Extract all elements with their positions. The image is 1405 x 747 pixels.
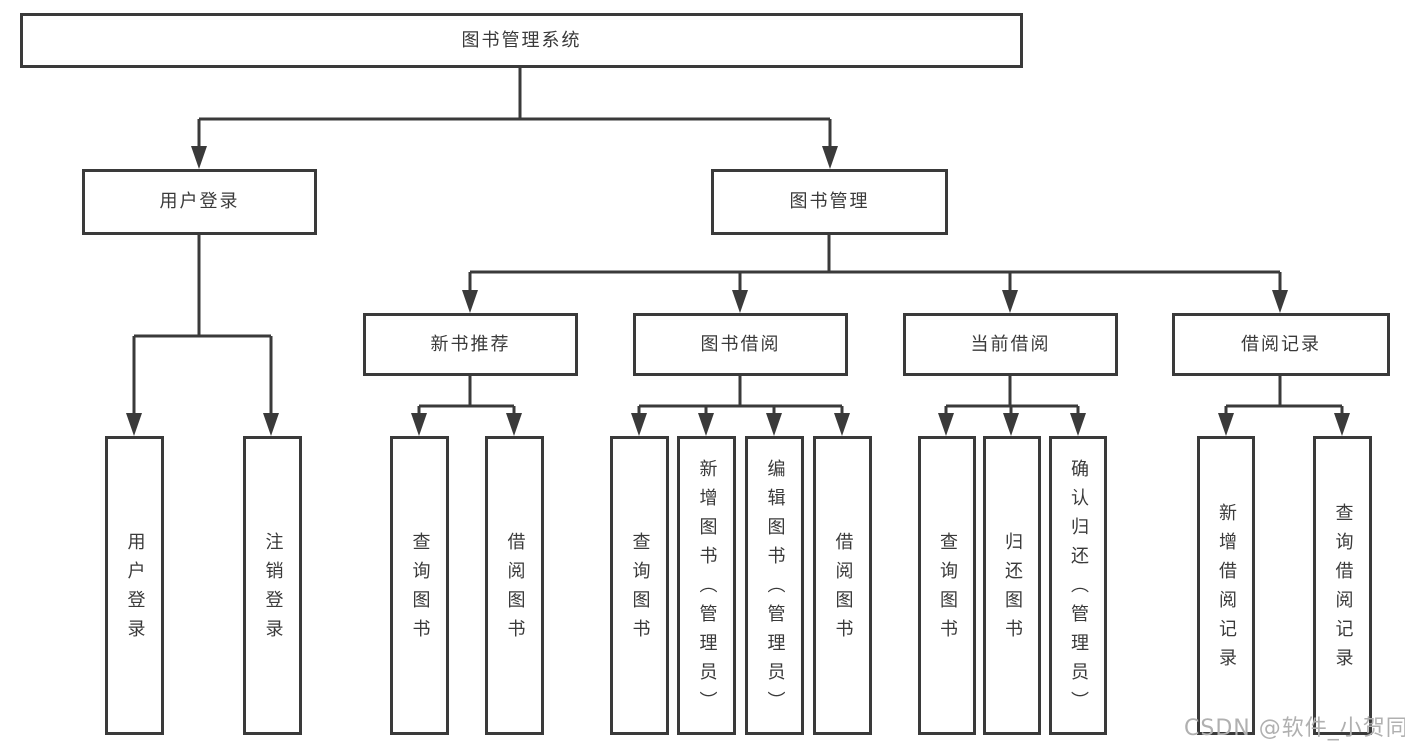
arrow-cb-leaf2: [1003, 413, 1019, 436]
node-user-login: 用户登录: [82, 169, 317, 235]
arrow-bb-leaf3: [766, 413, 782, 436]
arrow-cb-leaf1: [938, 413, 954, 436]
node-return-book: 归还图书: [983, 436, 1041, 735]
node-current-borrowing: 当前借阅: [903, 313, 1118, 376]
node-book-management: 图书管理: [711, 169, 948, 235]
arrow-br-leaf1: [1218, 413, 1234, 436]
node-new-book-recommend: 新书推荐: [363, 313, 578, 376]
node-query-borrow-record: 查询借阅记录: [1313, 436, 1372, 735]
arrow-current-borrow: [1002, 290, 1018, 313]
node-add-book-admin: 新增图书（管理员）: [677, 436, 736, 735]
arrow-bb-leaf2: [698, 413, 714, 436]
arrow-nb-leaf2: [506, 413, 522, 436]
node-borrow-books-leaf: 借阅图书: [813, 436, 872, 735]
node-logout-leaf: 注销登录: [243, 436, 302, 735]
node-login-leaf: 用户登录: [105, 436, 164, 735]
node-query-books-borrowing: 查询图书: [610, 436, 669, 735]
node-borrow-books-recommend: 借阅图书: [485, 436, 544, 735]
arrow-new-book: [462, 290, 478, 313]
arrow-nb-leaf1: [411, 413, 427, 436]
csdn-watermark: CSDN @软件_小贺同学: [1184, 716, 1405, 741]
node-query-books-recommend: 查询图书: [390, 436, 449, 735]
node-confirm-return-admin: 确认归还（管理员）: [1049, 436, 1107, 735]
node-add-borrow-record: 新增借阅记录: [1197, 436, 1255, 735]
arrow-bb-leaf4: [834, 413, 850, 436]
node-library-management-system: 图书管理系统: [20, 13, 1023, 68]
arrow-user-login: [191, 146, 207, 169]
arrow-login-leaf: [126, 413, 142, 436]
node-query-books-current: 查询图书: [918, 436, 976, 735]
node-book-borrowing: 图书借阅: [633, 313, 848, 376]
arrow-cb-leaf3: [1070, 413, 1086, 436]
arrow-book-borrow: [732, 290, 748, 313]
arrow-logout-leaf: [263, 413, 279, 436]
node-edit-book-admin: 编辑图书（管理员）: [745, 436, 804, 735]
arrow-book-management: [822, 146, 838, 169]
node-borrow-records: 借阅记录: [1172, 313, 1390, 376]
arrow-borrow-record: [1272, 290, 1288, 313]
arrow-bb-leaf1: [631, 413, 647, 436]
arrow-br-leaf2: [1334, 413, 1350, 436]
